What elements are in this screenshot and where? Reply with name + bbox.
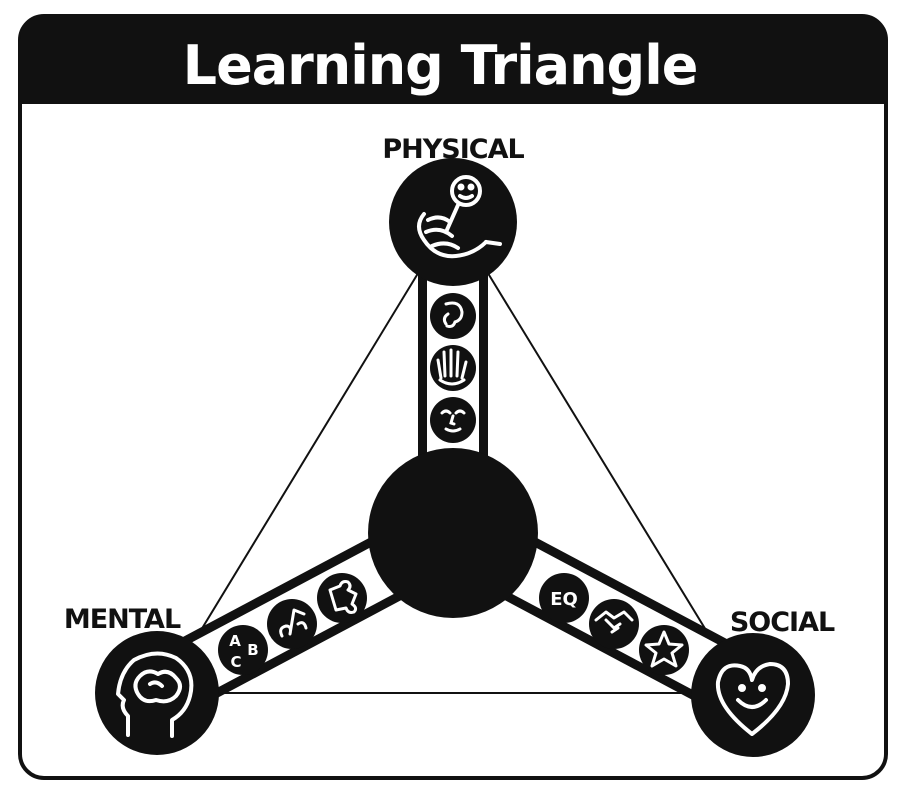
node-physical: PHYSICAL [382, 134, 525, 286]
diagram-title: Learning Triangle [183, 34, 698, 97]
social-arm-badges: EQ [539, 573, 689, 675]
svg-text:C: C [230, 653, 241, 671]
music-note-icon [267, 599, 317, 649]
node-mental: MENTAL [64, 604, 219, 755]
physical-arm-badges [430, 293, 476, 443]
baby-rattle-icon [417, 175, 502, 259]
puzzle-icon [317, 573, 367, 623]
smiling-heart-icon [715, 662, 790, 736]
edge-physical-social [485, 269, 713, 641]
mental-arm-badges: A B C [218, 573, 367, 675]
node-social-label: SOCIAL [730, 607, 835, 638]
star-face-icon [639, 625, 689, 675]
node-social: SOCIAL [691, 607, 836, 757]
title-bar [20, 16, 886, 104]
eq-badge-icon: EQ [539, 573, 589, 623]
brain-head-icon [116, 651, 194, 738]
center-hub [368, 448, 538, 618]
handshake-icon [589, 599, 639, 649]
abc-letters-icon: A B C [218, 625, 268, 675]
edge-physical-mental [194, 269, 421, 641]
hand-icon [430, 345, 476, 391]
node-mental-label: MENTAL [64, 604, 181, 635]
svg-text:A: A [229, 632, 241, 650]
svg-text:B: B [247, 641, 258, 659]
ear-icon [430, 293, 476, 339]
face-icon [430, 397, 476, 443]
svg-text:EQ: EQ [550, 589, 578, 610]
